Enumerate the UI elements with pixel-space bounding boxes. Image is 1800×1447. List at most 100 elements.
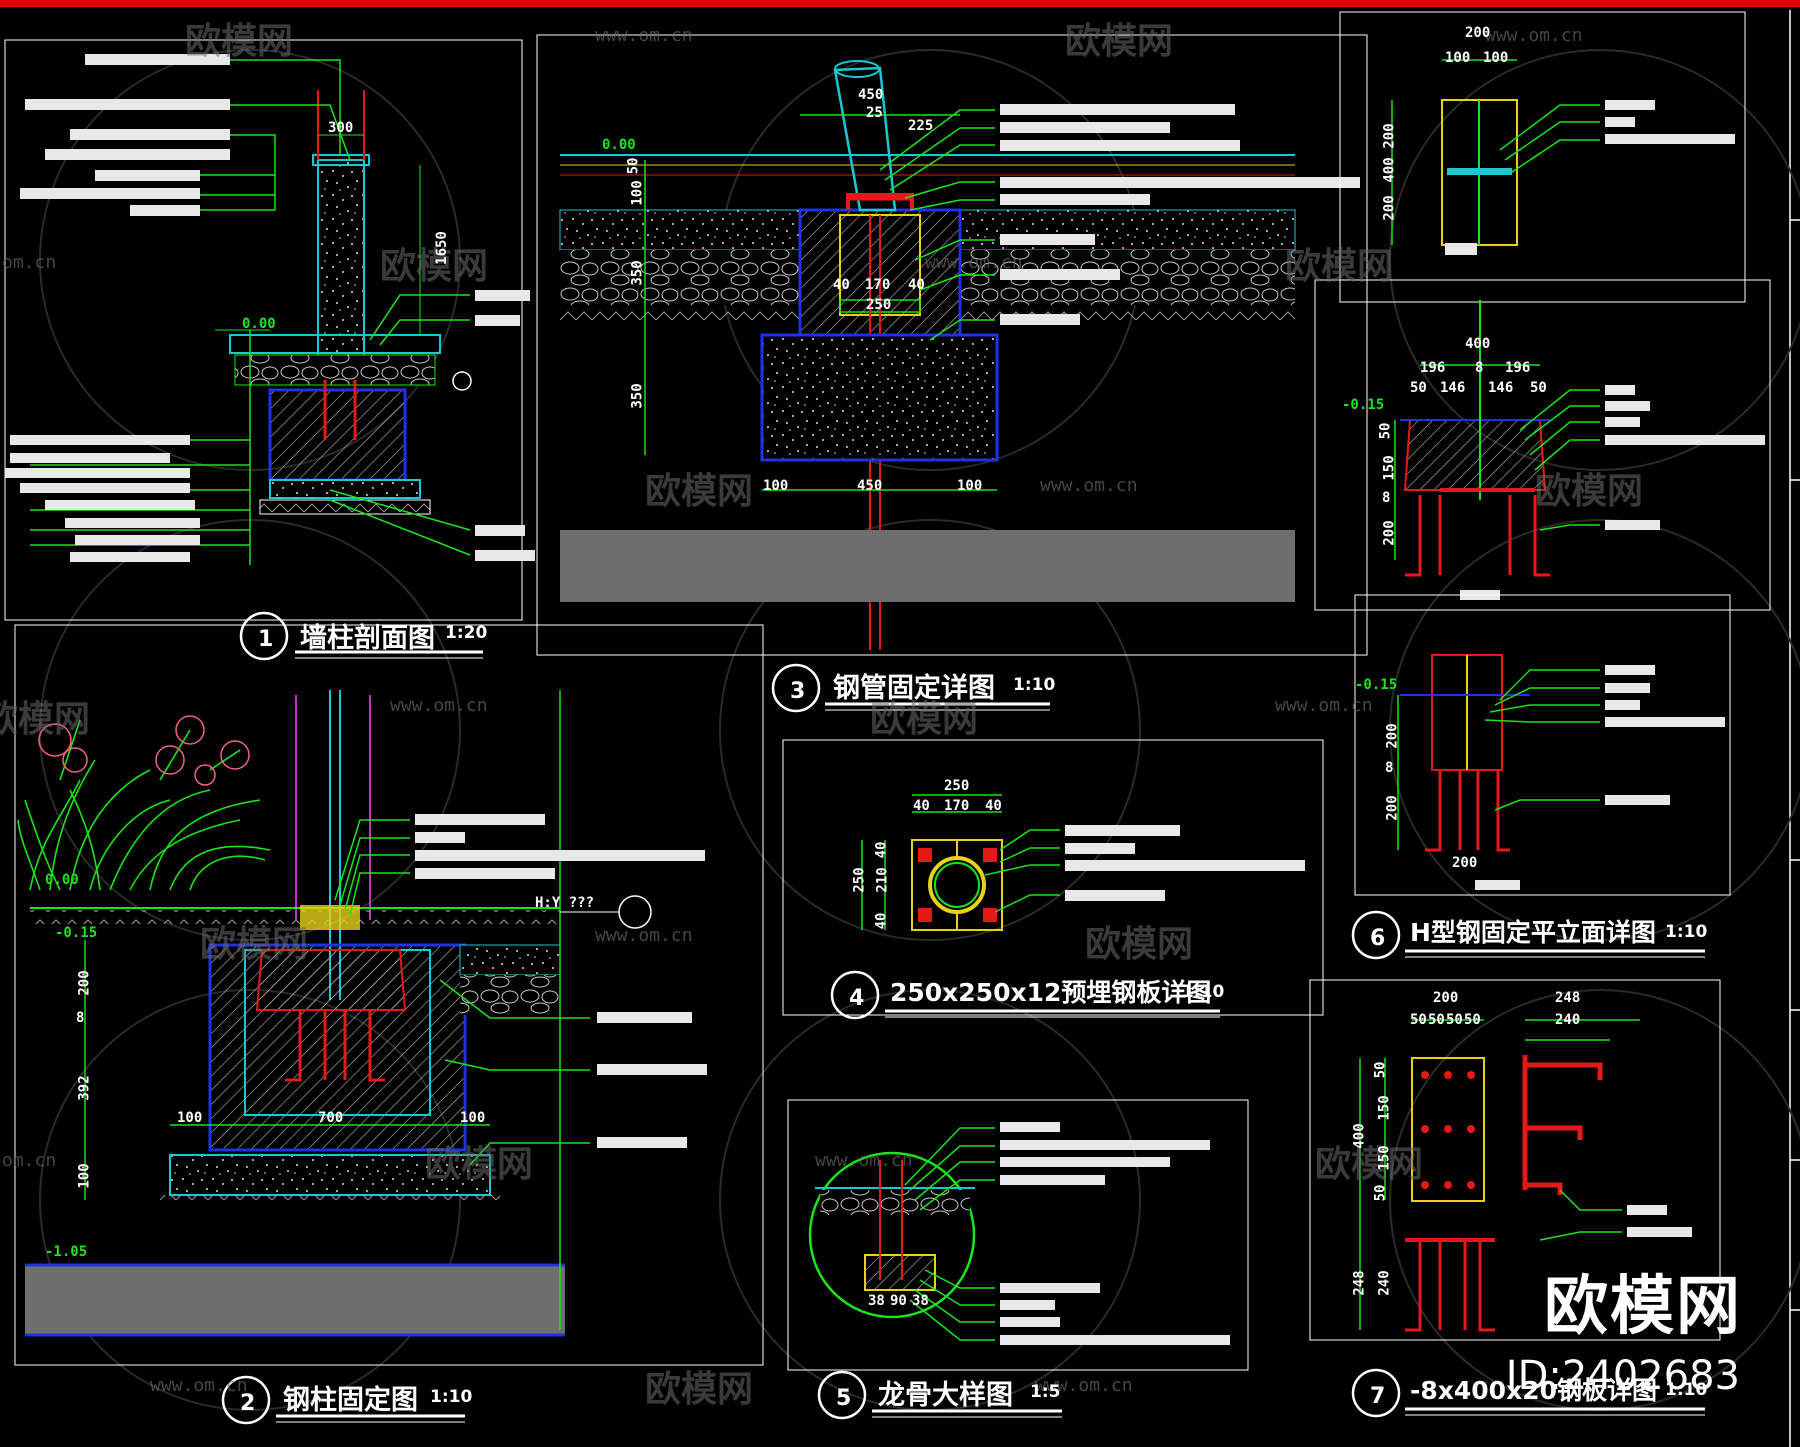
- watermark-url: www.om.cn: [1035, 1375, 1133, 1396]
- dimension-label: 350: [629, 260, 646, 286]
- dimension-label: 0.00: [242, 316, 276, 332]
- dimension-label: 38: [912, 1293, 929, 1309]
- dimension-label: 50: [1464, 1012, 1481, 1028]
- dimension-label: 0.00: [45, 872, 79, 888]
- dimension-label: 170: [865, 277, 891, 293]
- title-block-strip: [1789, 10, 1800, 1447]
- dimension-label: 146: [1440, 380, 1466, 396]
- watermark-url: www.om.cn: [150, 1375, 248, 1396]
- dimension-label: 0.00: [602, 137, 636, 153]
- watermark-url: www.om.cn: [815, 1150, 913, 1171]
- dimension-label: 100: [629, 180, 646, 206]
- dimension-label: 240: [1376, 1270, 1393, 1296]
- dimension-label: 200: [1433, 990, 1459, 1006]
- dimension-label: 50: [1372, 1061, 1389, 1079]
- dimension-label: -0.15: [1342, 397, 1385, 413]
- dimension-label: 40: [873, 912, 890, 930]
- watermark-url: www.om.cn: [390, 695, 488, 716]
- detail-scale: 1:20: [445, 623, 488, 643]
- title-underlines: [276, 650, 1705, 1423]
- dimension-label: 248: [1555, 990, 1581, 1006]
- dimension-label: 240: [1555, 1012, 1581, 1028]
- dimension-label: H:Y ???: [535, 895, 595, 911]
- detail-scale: 1:10: [430, 1387, 473, 1407]
- title-number: 2: [240, 1391, 256, 1416]
- detail-4-embedded-plate: [782, 739, 1324, 1016]
- title-number: 7: [1370, 1384, 1386, 1409]
- dimension-label: 50: [1410, 380, 1427, 396]
- watermark-url: www.om.cn: [595, 925, 693, 946]
- title-circles: [221, 611, 1401, 1425]
- title-number: 1: [258, 627, 274, 652]
- detail-5-keel-detail: [787, 1099, 1249, 1371]
- detail-title: H型钢固定平立面详图: [1410, 918, 1656, 947]
- watermark-text: 欧模网: [645, 1369, 754, 1410]
- watermark-text: 欧模网: [185, 21, 294, 62]
- dimension-label: 200: [76, 970, 93, 996]
- dimension-label: 200: [1465, 25, 1491, 41]
- dimension-label: 100: [1445, 50, 1471, 66]
- dimension-label: 38: [868, 1293, 885, 1309]
- detail-scale: 1:10: [1665, 1380, 1708, 1400]
- brand-id: ID:2402683: [1505, 1353, 1740, 1399]
- dimension-label: 100: [76, 1163, 93, 1189]
- watermark-text: 欧模网: [1315, 1144, 1424, 1185]
- title-number: 4: [849, 986, 865, 1011]
- dimension-label: 400: [1381, 157, 1398, 183]
- dimension-label: 8: [76, 1010, 85, 1026]
- detail-3-steel-pipe-fixing: [536, 34, 1368, 656]
- dimension-label: 200: [1384, 795, 1401, 821]
- dimension-label: 40: [985, 798, 1002, 814]
- dimension-label: 210: [874, 867, 891, 893]
- dimension-label: 8: [1475, 360, 1484, 376]
- detail-2-steel-column-fixing: [14, 624, 764, 1366]
- dimension-label: 50: [1372, 1184, 1389, 1202]
- watermark-url: www.om.cn: [1040, 475, 1138, 496]
- detail-6-h-steel-fixing: [1314, 11, 1771, 896]
- dimension-label: 40: [913, 798, 930, 814]
- dimension-label: 400: [1465, 336, 1491, 352]
- dimension-label: 250: [944, 778, 970, 794]
- dimension-label: 50: [1377, 422, 1394, 440]
- dimension-label: 50: [1428, 1012, 1445, 1028]
- dimension-label: 8: [1385, 760, 1394, 776]
- dimension-label: 200: [1381, 195, 1398, 221]
- dimension-label: 100: [460, 1110, 486, 1126]
- watermark-url: www.om.cn: [925, 252, 1023, 273]
- dimension-label: 225: [908, 118, 934, 134]
- title-number: 5: [836, 1386, 852, 1411]
- dimension-label: 100: [957, 478, 983, 494]
- dimension-label: 1650: [433, 231, 450, 265]
- detail-1-wall-column-section: [4, 39, 535, 621]
- dimension-label: 450: [858, 87, 884, 103]
- dimension-label: 392: [76, 1075, 93, 1101]
- title-number: 6: [1370, 926, 1386, 951]
- dimension-label: 100: [763, 478, 789, 494]
- dimension-label: 150: [1376, 1095, 1393, 1121]
- watermark-url: om.cn: [2, 1150, 57, 1171]
- watermark-text: 欧模网: [425, 1144, 534, 1185]
- dimension-label: -0.15: [55, 925, 98, 941]
- dimension-label: 250: [866, 297, 892, 313]
- dimension-label: 248: [1351, 1270, 1368, 1296]
- watermark-text: 欧模网: [380, 246, 489, 287]
- dimension-label: 250: [851, 867, 868, 893]
- detail-7-steel-plate: [1309, 979, 1721, 1341]
- watermark-url: om.cn: [2, 252, 57, 273]
- detail-title: -8x400x20钢板详图: [1410, 1376, 1657, 1405]
- dimension-label: 150: [1376, 1145, 1393, 1171]
- brand-logo-text: 欧模网: [1544, 1270, 1742, 1344]
- detail-title: 250x250x12预埋钢板详图: [890, 978, 1212, 1007]
- detail-title: 龙骨大样图: [878, 1380, 1013, 1411]
- watermark-url: www.om.cn: [1485, 25, 1583, 46]
- dimension-label: 40: [908, 277, 925, 293]
- frame-top-border: [0, 0, 1800, 7]
- watermark-text: 欧模网: [1085, 924, 1194, 965]
- watermark-url: www.om.cn: [595, 25, 693, 46]
- dimension-label: 200: [1381, 520, 1398, 546]
- watermark-text: 欧模网: [1065, 21, 1174, 62]
- dimension-label: 196: [1505, 360, 1531, 376]
- dimension-label: 146: [1488, 380, 1514, 396]
- detail-title: 墙柱剖面图: [300, 623, 435, 654]
